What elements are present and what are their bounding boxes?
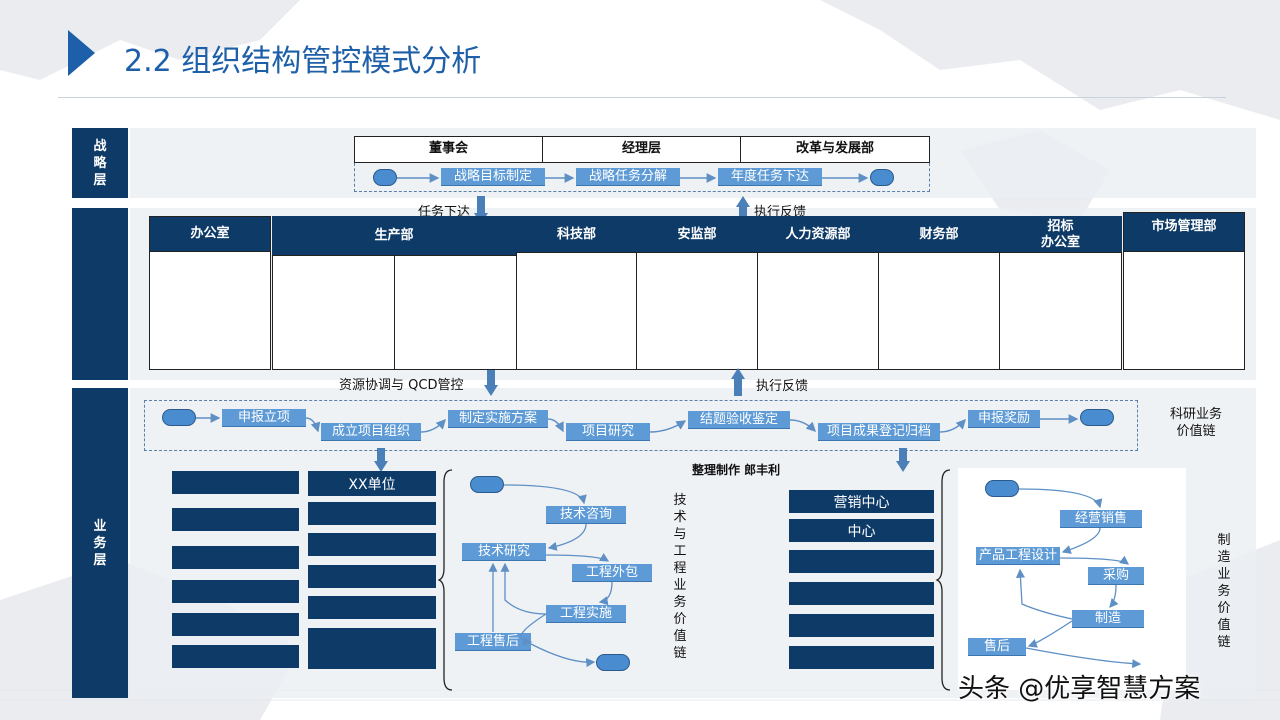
dept-production-header: 生产部 [272, 216, 516, 256]
label-exec-feedback-2: 执行反馈 [756, 379, 809, 394]
page-title: 2.2 组织结构管控模式分析 [124, 44, 482, 79]
dept-safety-body [636, 252, 758, 370]
marketing-bar-3 [789, 550, 934, 573]
strategy-layer-label: 战略层 [72, 128, 128, 198]
arrow-to-units [374, 448, 388, 472]
dept-production-body-2 [394, 255, 517, 370]
unit-bar-r5 [308, 628, 436, 669]
center-caption: 整理制作 郎丰利 [692, 463, 781, 477]
tech-start-terminal [470, 476, 504, 493]
unit-xx: XX单位 [308, 471, 436, 496]
research-start-terminal [162, 409, 196, 426]
research-chain-label: 科研业务价值链 [1169, 407, 1222, 439]
dept-bidding-header: 招标 办公室 [999, 216, 1122, 253]
marketing-bar-4 [789, 582, 934, 605]
brace-right [936, 469, 951, 691]
mfg-start-terminal [985, 480, 1019, 497]
dept-hr-header: 人力资源部 [757, 216, 879, 253]
marketing-bar-6 [789, 646, 934, 669]
brace-left [438, 469, 453, 691]
mfg-step-2: 产品工程设计 [976, 547, 1060, 565]
mfg-step-3: 采购 [1088, 567, 1144, 585]
dept-market-body [1123, 251, 1245, 370]
dept-production-body-1 [272, 255, 395, 370]
tech-step-5: 工程售后 [455, 633, 531, 651]
marketing-sub-center: 中心 [789, 519, 934, 542]
dept-office-body [149, 251, 271, 370]
tech-step-3: 工程外包 [572, 564, 652, 582]
dept-bidding-body [999, 252, 1122, 370]
strategy-end-terminal [870, 169, 894, 186]
dept-finance-header: 财务部 [878, 216, 1000, 253]
business-layer-label: 业务层 [72, 388, 128, 698]
research-chain-frame [144, 400, 1138, 451]
tech-step-4: 工程实施 [546, 605, 626, 623]
title-divider [58, 97, 1226, 98]
mfg-chain-label: 制造业务价值链 [1217, 533, 1231, 650]
unit-bar-r2 [308, 533, 436, 556]
dept-safety-header: 安监部 [636, 216, 758, 253]
title-triangle-icon [68, 30, 95, 76]
mfg-step-4: 制造 [1072, 610, 1144, 628]
research-end-terminal [1080, 409, 1114, 426]
arrow-resource-down [484, 370, 498, 396]
unit-bar-l6 [172, 645, 299, 668]
marketing-center: 营销中心 [789, 490, 934, 513]
research-step-6: 项目成果登记归档 [818, 423, 940, 441]
research-step-3: 制定实施方案 [448, 410, 548, 428]
header-board: 董事会 [354, 136, 543, 163]
arrow-exec-feedback-up-2 [731, 368, 745, 396]
research-step-7: 申报奖励 [968, 410, 1040, 428]
label-resource: 资源协调与 QCD管控 [339, 378, 464, 393]
strategy-step-3: 年度任务下达 [718, 168, 822, 186]
unit-bar-l1 [172, 471, 299, 494]
unit-bar-l5 [172, 613, 299, 636]
unit-bar-l2 [172, 508, 299, 531]
strategy-flow-frame [354, 163, 930, 192]
dept-hr-body [757, 252, 879, 370]
tech-step-2: 技术研究 [462, 543, 546, 561]
dept-finance-body [878, 252, 1000, 370]
header-management: 经理层 [542, 136, 741, 163]
unit-bar-l3 [172, 546, 299, 569]
unit-bar-l4 [172, 580, 299, 603]
dept-tech-header: 科技部 [516, 216, 637, 253]
unit-bar-r3 [308, 565, 436, 588]
mfg-step-1: 经营销售 [1060, 510, 1142, 528]
mfg-step-5: 售后 [968, 638, 1026, 656]
tech-chain-label: 技术与工程业务价值链 [673, 493, 687, 661]
research-step-4: 项目研究 [566, 423, 650, 441]
research-step-5: 结题验收鉴定 [688, 411, 790, 429]
arrow-to-marketing [896, 448, 910, 472]
unit-bar-r4 [308, 596, 436, 619]
research-step-1: 申报立项 [222, 409, 306, 427]
strategy-start-terminal [373, 169, 397, 186]
tech-step-1: 技术咨询 [546, 506, 626, 524]
dept-office-header: 办公室 [149, 216, 271, 252]
header-reform-dept: 改革与发展部 [740, 136, 930, 163]
marketing-bar-5 [789, 614, 934, 637]
tech-end-terminal [596, 654, 630, 671]
watermark: 头条 @优享智慧方案 [958, 674, 1201, 704]
strategy-step-2: 战略任务分解 [576, 168, 680, 186]
dept-tech-body [516, 252, 637, 370]
research-step-2: 成立项目组织 [321, 423, 421, 441]
unit-bar-r1 [308, 502, 436, 525]
strategy-step-1: 战略目标制定 [441, 168, 545, 186]
dept-layer-label [72, 208, 128, 380]
